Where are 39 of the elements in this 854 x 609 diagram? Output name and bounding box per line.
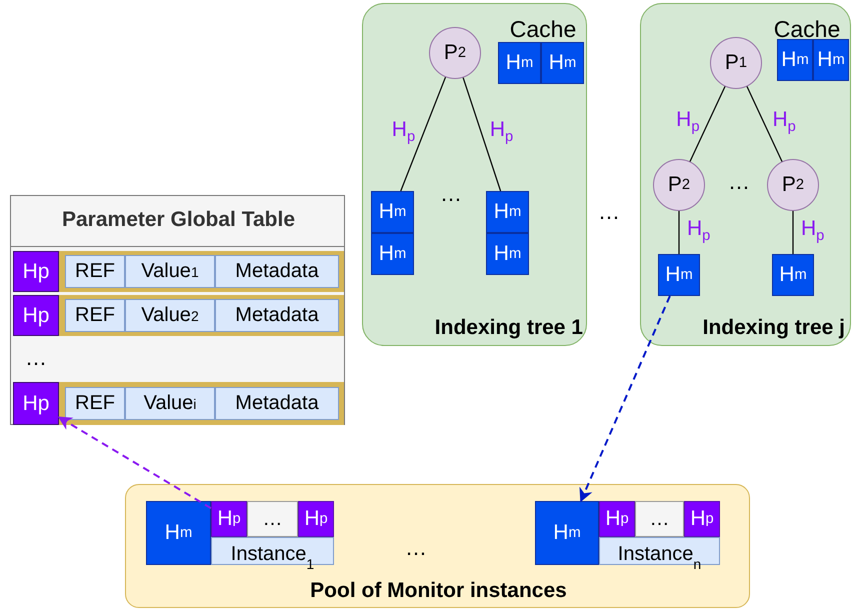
tree-branch-line [792, 211, 794, 254]
hash-cell: Hp [13, 251, 59, 292]
indexing-tree-panel [640, 3, 851, 346]
ellipsis-cell: … [247, 501, 298, 537]
dashed-arrow [580, 296, 671, 502]
hash-cell: Hp [13, 295, 59, 336]
edge-label: H$_{p}$ [490, 118, 514, 142]
cache-label: Cache [508, 16, 578, 43]
edge-label: H$_{p}$ [772, 108, 796, 132]
tree-branch-line [462, 78, 502, 192]
ellipsis: … [440, 183, 462, 205]
tree-branch-line [678, 211, 680, 254]
edge-label: H$_{p}$ [687, 216, 710, 240]
table-cell: REF [65, 387, 125, 420]
tree-title: Indexing tree 1 [434, 316, 583, 340]
table-cell: REF [65, 299, 125, 332]
table-cell: Metadata [215, 387, 339, 420]
ellipsis: … [598, 201, 620, 223]
indexing-tree-panel [362, 3, 587, 346]
parameter-table [10, 195, 345, 425]
pool-title: Pool of Monitor instances [309, 579, 568, 603]
edge-label: H$_{p}$ [392, 118, 416, 142]
tree-branch-line [689, 86, 726, 162]
ellipsis: … [25, 347, 47, 369]
ellipsis: … [728, 171, 750, 193]
ellipsis-cell: … [635, 501, 684, 537]
dashed-arrow [58, 416, 212, 510]
hash-cell: Hp [13, 382, 59, 425]
table-title: Parameter Global Table [60, 208, 296, 232]
tree-branch-line [746, 86, 783, 162]
table-cell: Metadata [215, 255, 339, 288]
tree-branch-line [400, 76, 446, 192]
table-cell: Metadata [215, 299, 339, 332]
table-cell: REF [65, 255, 125, 288]
tree-title: Indexing tree j [702, 316, 845, 340]
edge-label: H$_{p}$ [676, 108, 700, 132]
instance-pool-panel [125, 484, 750, 608]
edge-label: H$_{p}$ [801, 216, 824, 240]
ellipsis: … [405, 537, 427, 559]
